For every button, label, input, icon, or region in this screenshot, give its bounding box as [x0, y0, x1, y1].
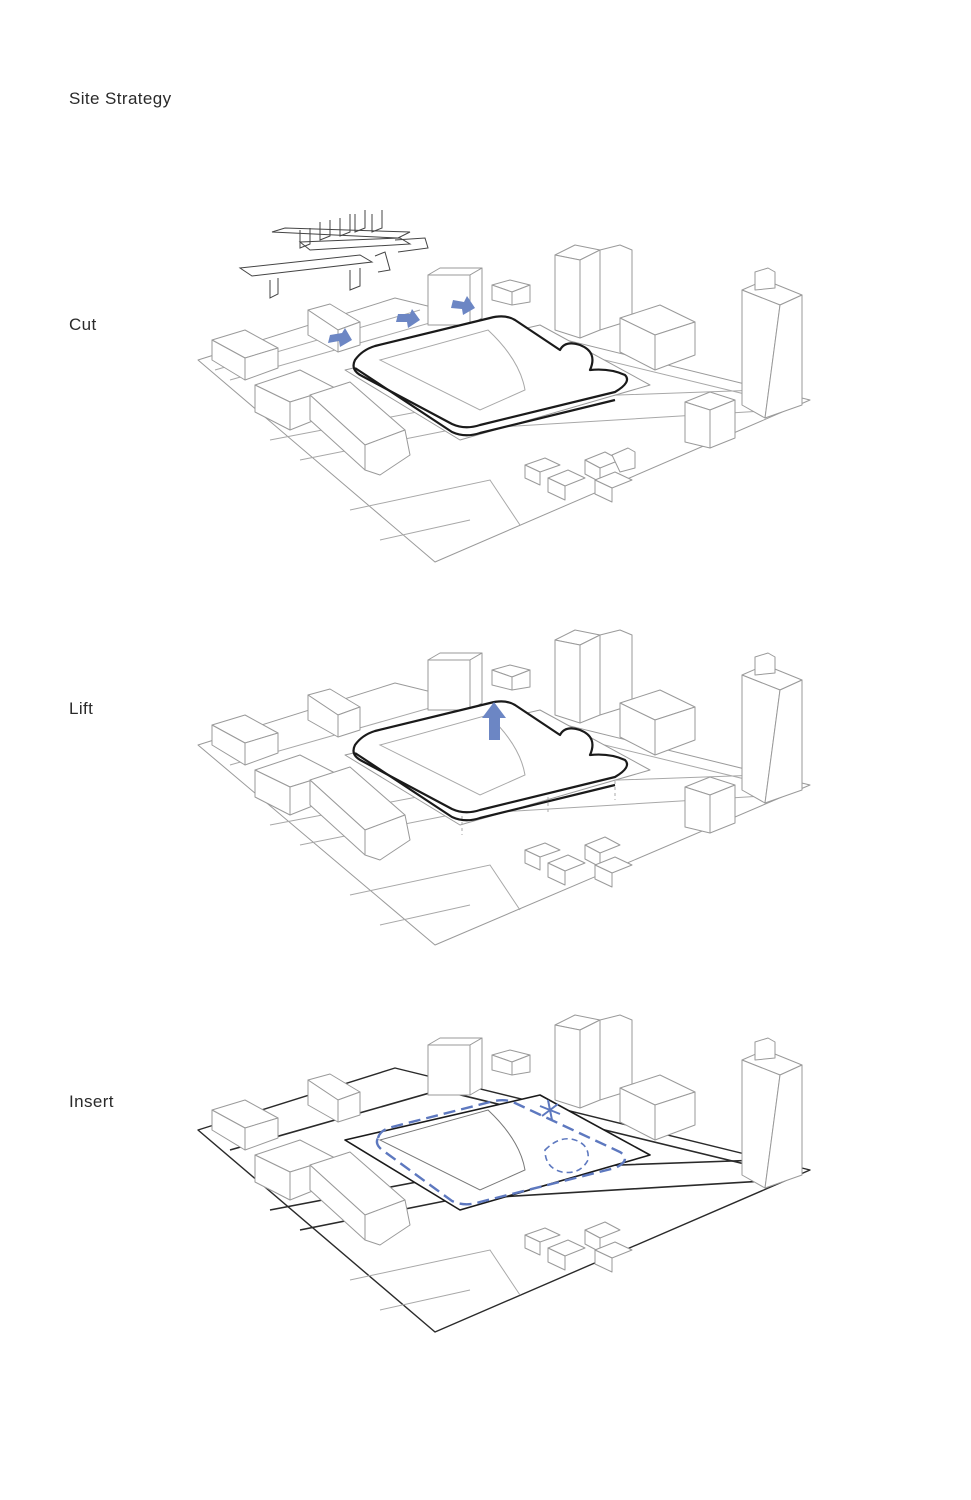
lift-arrow — [482, 702, 506, 740]
buildings-right — [554, 1014, 803, 1189]
cut-footprint — [352, 315, 629, 437]
arrow-up-icon — [482, 702, 506, 740]
step-label-insert: Insert — [69, 1092, 114, 1111]
lift-diagram — [197, 629, 811, 946]
removed-structure — [238, 210, 429, 299]
arrow-icon — [451, 296, 475, 315]
push-arrows — [328, 296, 475, 347]
arrow-icon — [328, 328, 352, 347]
buildings-back — [427, 1037, 531, 1096]
cut-diagram — [197, 210, 811, 563]
step-label-lift: Lift — [69, 699, 94, 718]
buildings-right — [554, 629, 803, 834]
buildings-right — [554, 244, 803, 449]
entry-star-icon — [539, 1099, 561, 1121]
inserted-park — [375, 1099, 627, 1206]
step-label-cut: Cut — [69, 315, 97, 334]
buildings-left — [211, 688, 411, 861]
arrow-icon — [396, 309, 420, 328]
diagram-title: Site Strategy — [69, 89, 172, 108]
buildings-left — [211, 1073, 411, 1246]
buildings-back — [427, 267, 531, 326]
insert-diagram — [197, 1014, 811, 1333]
house-cluster — [524, 447, 636, 503]
buildings-back — [427, 652, 531, 711]
house-cluster — [524, 1221, 633, 1273]
house-cluster — [524, 836, 633, 888]
lifted-slab — [352, 700, 629, 835]
